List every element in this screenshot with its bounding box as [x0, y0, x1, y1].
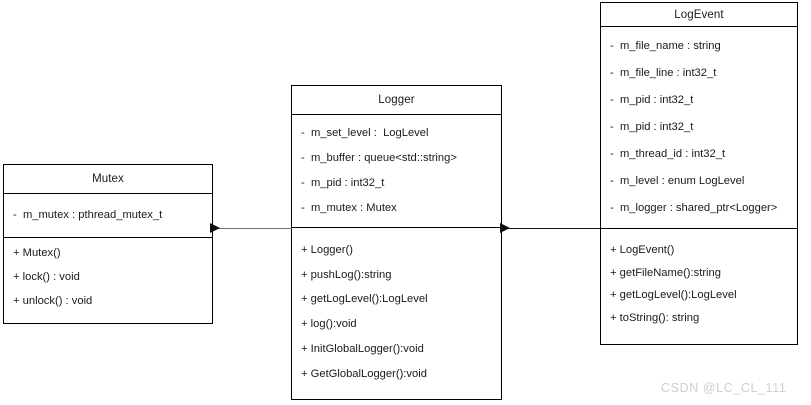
uml-attribute-row: - m_file_name : string: [610, 39, 721, 52]
uml-attribute-row: - m_pid : int32_t: [301, 176, 385, 189]
uml-method-row: + getFileName():string: [610, 266, 721, 279]
uml-attribute-row: - m_mutex : pthread_mutex_t: [13, 208, 163, 221]
uml-method-row: + LogEvent(): [610, 243, 675, 256]
uml-method-row: + lock() : void: [13, 270, 80, 283]
uml-method-row: + getLogLevel():LogLevel: [301, 293, 428, 306]
uml-attribute-row: - m_set_level : LogLevel: [301, 126, 429, 139]
uml-attribute-row: - m_pid : int32_t: [610, 120, 694, 133]
uml-class-logevent[interactable]: LogEvent - m_file_name : string - m_file…: [600, 2, 798, 345]
uml-attribute-row: - m_level : enum LogLevel: [610, 174, 745, 187]
uml-attributes-logger: - m_set_level : LogLevel - m_buffer : qu…: [292, 115, 501, 228]
uml-method-row: + GetGlobalLogger():void: [301, 367, 427, 380]
uml-methods-logevent: + LogEvent() + getFileName():string + ge…: [601, 229, 797, 344]
uml-attributes-logevent: - m_file_name : string - m_file_line : i…: [601, 27, 797, 229]
uml-method-row: + toString(): string: [610, 312, 700, 325]
uml-method-row: + log():void: [301, 318, 357, 331]
uml-class-title-mutex: Mutex: [4, 165, 212, 194]
uml-method-row: + Logger(): [301, 243, 353, 256]
uml-methods-logger: + Logger() + pushLog():string + getLogLe…: [292, 228, 501, 399]
uml-class-logger[interactable]: Logger - m_set_level : LogLevel - m_buff…: [291, 85, 502, 400]
uml-method-row: + InitGlobalLogger():void: [301, 343, 424, 356]
uml-attribute-row: - m_pid : int32_t: [610, 93, 694, 106]
connector-logevent-to-logger[interactable]: [502, 228, 601, 229]
uml-method-row: + Mutex(): [13, 247, 61, 260]
arrowhead-logger-to-mutex: [210, 223, 220, 233]
uml-class-title-logevent: LogEvent: [601, 3, 797, 27]
uml-attribute-row: - m_mutex : Mutex: [301, 201, 397, 214]
uml-attribute-row: - m_buffer : queue<std::string>: [301, 151, 457, 164]
uml-method-row: + unlock() : void: [13, 294, 93, 307]
uml-class-title-logger: Logger: [292, 86, 501, 115]
uml-methods-mutex: + Mutex() + lock() : void + unlock() : v…: [4, 238, 212, 323]
uml-method-row: + pushLog():string: [301, 268, 392, 281]
arrowhead-logevent-to-logger: [500, 223, 510, 233]
uml-method-row: + getLogLevel():LogLevel: [610, 289, 737, 302]
uml-class-mutex[interactable]: Mutex - m_mutex : pthread_mutex_t + Mute…: [3, 164, 213, 324]
uml-attribute-row: - m_file_line : int32_t: [610, 66, 717, 79]
watermark-text: CSDN @LC_CL_111: [661, 381, 787, 395]
uml-attributes-mutex: - m_mutex : pthread_mutex_t: [4, 194, 212, 238]
uml-attribute-row: - m_thread_id : int32_t: [610, 147, 726, 160]
uml-attribute-row: - m_logger : shared_ptr<Logger>: [610, 201, 778, 214]
connector-logger-to-mutex[interactable]: [213, 228, 292, 229]
